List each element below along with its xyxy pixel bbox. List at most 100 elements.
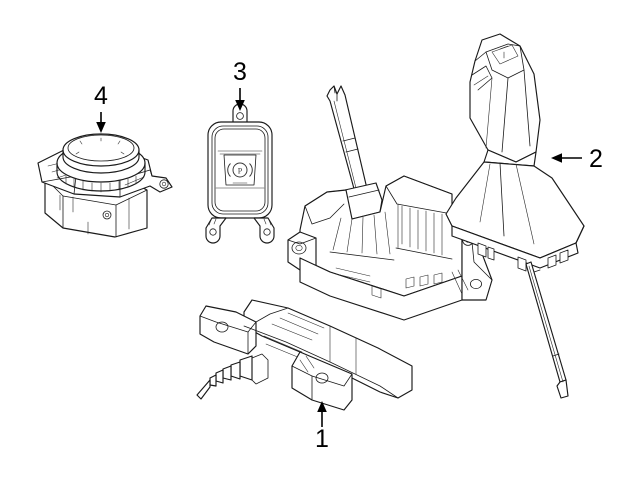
pb-symbol-letter: P: [238, 166, 243, 175]
gearshift-bracket-left-to-base: [255, 307, 289, 323]
gearshift-fan-ribs: [332, 211, 391, 255]
gearshift-cable-end-tip: [196, 379, 211, 400]
shift-boot-fold-a: [499, 162, 505, 237]
shift-knob-top-facet-edge: [474, 43, 521, 62]
shift-lever-shaft-notch: [333, 85, 338, 102]
gearshift-mid-slots: [335, 267, 371, 283]
parking-brake-p-symbol: P: [227, 162, 253, 178]
gearshift-top-cap-fold: [385, 185, 453, 215]
pb-switch-symbol-pad: [223, 154, 257, 186]
gearshift-bulge-top-fold: [287, 237, 317, 245]
part-3-parking-brake-switch: P: [205, 103, 275, 244]
gearshift-top-left-facet: [304, 203, 345, 225]
shift-knob-top-button-inset: [491, 44, 519, 65]
shift-lever-shaft-band-top: [342, 137, 356, 142]
shift-bezel-clip-4: [547, 254, 557, 269]
shift-rod-band-upper: [533, 269, 541, 273]
gearshift-bracket-left-fold: [199, 315, 257, 333]
shift-knob-thumb-relief-line: [473, 75, 489, 86]
rotary-knob-mount-hole-right-inner: [161, 181, 167, 187]
rotary-knob-screw-boss-inner: [105, 213, 110, 218]
pb-switch-bottom-ear-right-ribs: [263, 218, 272, 226]
callout-2-number: 2: [589, 145, 603, 173]
gearshift-window-a: [405, 276, 415, 289]
pb-symbol-bracket-right: [249, 163, 253, 177]
gearshift-pivot-boss-hole: [295, 245, 303, 252]
gearshift-window-b: [419, 274, 429, 287]
rotary-knob-box-edge-right: [115, 189, 148, 206]
callout-3-arrowhead: [235, 100, 245, 111]
shift-knob-center-ridge: [501, 77, 509, 153]
gearshift-bracket-front-hole: [315, 372, 329, 384]
shift-bezel-lip: [451, 225, 579, 269]
gearshift-cable-mount-block: [251, 353, 269, 385]
gearshift-cable-rib-3: [215, 369, 224, 384]
shift-lever-shaft-centerline: [333, 100, 359, 197]
callout-2: 2: [551, 145, 603, 173]
pb-switch-bottom-ear-right-hole: [263, 228, 271, 236]
part-1-gearshift-mechanism: [196, 85, 493, 411]
part-4-rotary-selector-knob: [37, 133, 173, 238]
shift-bezel-clip-2: [487, 246, 495, 261]
rotary-knob-detent-marks: [75, 137, 125, 155]
shift-bezel-clip-5: [559, 249, 569, 264]
shift-bezel-clip-1: [477, 242, 487, 258]
shift-boot-fold-b: [515, 163, 535, 245]
gearshift-cable-rib-2: [222, 365, 232, 381]
shift-knob-right-ridge: [523, 69, 531, 147]
callout-4-arrowhead: [96, 122, 106, 133]
gearshift-bracket-right-hole-lower: [469, 278, 482, 289]
gearshift-vertical-ribs: [401, 205, 443, 256]
gearshift-cable-rib-1: [230, 361, 241, 380]
pb-switch-bottom-ear-left-hole: [209, 228, 217, 236]
shift-knob-thumb-relief: [471, 65, 493, 91]
gearshift-top-cap-left: [304, 189, 347, 207]
rotary-knob-mount-hole-right: [159, 179, 169, 189]
pb-switch-top-ear-hole: [236, 112, 244, 120]
shift-boot-fold-c: [479, 163, 491, 223]
gearshift-rib-base-line: [395, 247, 453, 260]
shift-bezel-left-rim: [445, 213, 453, 227]
rotary-knob-dial-top-inner: [67, 134, 135, 162]
gearshift-base-slots-upper: [271, 312, 325, 341]
pb-symbol-circle: [232, 162, 248, 178]
callout-2-arrowhead: [551, 153, 562, 163]
callout-4-number: 4: [94, 82, 108, 110]
gearshift-fan-rib-base: [329, 251, 395, 261]
rotary-knob-knurl-ticks: [65, 175, 137, 193]
pb-switch-bottom-ear-left-ribs: [208, 218, 217, 226]
shift-knob-top-marking: [499, 45, 509, 59]
gearshift-bracket-front-ribs: [299, 355, 315, 373]
pb-switch-top-ear: [232, 103, 248, 125]
callout-4: 4: [94, 82, 108, 133]
callout-1-arrowhead: [317, 401, 327, 412]
callout-3: 3: [233, 58, 247, 111]
callout-1-number: 1: [315, 425, 329, 453]
shift-lever-shaft-band-bottom: [345, 148, 359, 153]
callout-1: 1: [315, 401, 329, 453]
part-2-shift-lever-knob: [445, 33, 585, 399]
shift-lever-collar-line: [348, 189, 380, 198]
callout-3-number: 3: [233, 58, 247, 86]
gearshift-pivot-boss: [291, 241, 307, 255]
shift-knob-left-ridge: [485, 77, 493, 149]
gearshift-bracket-right-ribs: [451, 269, 469, 295]
shift-knob-neck: [483, 149, 537, 167]
shift-rod-centerline: [528, 265, 564, 383]
pb-switch-bezel-face: [214, 128, 266, 212]
gearshift-cable-collar: [239, 355, 253, 381]
rotary-knob-front-slots: [59, 194, 74, 213]
gearshift-window-d: [371, 285, 382, 299]
pb-switch-bezel-inner-line: [211, 125, 269, 215]
gearshift-base-slots-lower: [263, 335, 303, 359]
shift-rod-band-lower: [552, 353, 560, 357]
gearshift-bracket-front-fold: [291, 365, 353, 387]
rotary-knob-dial-side: [62, 149, 140, 174]
rotary-knob-screw-boss: [102, 210, 112, 220]
gearshift-bracket-front: [291, 351, 353, 411]
shift-rod-tip: [556, 379, 569, 399]
pb-symbol-bracket-left: [227, 163, 231, 177]
gearshift-window-c: [433, 272, 443, 285]
